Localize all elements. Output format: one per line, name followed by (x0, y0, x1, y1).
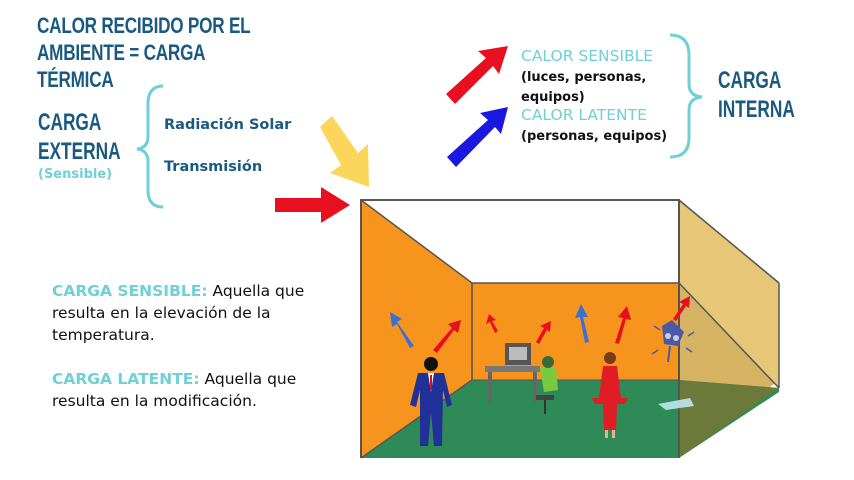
title-line-1: CALOR RECIBIDO POR EL (37, 13, 251, 38)
definition-sensible-label: CARGA SENSIBLE: (52, 282, 208, 300)
page-title: CALOR RECIBIDO POR EL AMBIENTE = CARGA T… (37, 12, 271, 93)
title-line-2: AMBIENTE = CARGA TÉRMICA (37, 40, 205, 92)
external-item-solar-radiation: Radiación Solar (164, 117, 292, 133)
definition-latent-label: CARGA LATENTE: (52, 370, 200, 388)
sensible-heat-detail: (luces, personas, equipos) (521, 68, 646, 108)
room-red-arrow-icon (536, 321, 551, 344)
definition-sensible-load: CARGA SENSIBLE: Aquella que resulta en l… (52, 280, 352, 346)
internal-load-title: CARGA INTERNA (718, 66, 797, 124)
latent-heat-detail: (personas, equipos) (521, 129, 668, 144)
external-load-title: CARGA EXTERNA (38, 108, 124, 166)
internal-brace (669, 33, 703, 159)
woman-figure-icon (592, 352, 628, 438)
internal-title-line-1: CARGA (718, 67, 782, 94)
latent-heat-arrow-icon (447, 107, 508, 167)
lamp-equipment-icon (651, 320, 695, 410)
sensible-heat-heading: CALOR SENSIBLE (521, 47, 654, 65)
back-wall (472, 283, 679, 380)
external-load-subtitle: (Sensible) (38, 167, 113, 182)
solar-radiation-arrow-icon (320, 116, 369, 187)
external-brace (136, 84, 164, 209)
computer-desk-icon (485, 343, 558, 414)
transmission-arrow-icon (275, 187, 350, 223)
definition-latent-text-2: resulta en la modificación. (52, 392, 257, 410)
room-red-arrow-icon (615, 306, 631, 344)
definition-latent-text-1: Aquella que (199, 370, 297, 388)
floor (361, 380, 779, 458)
external-title-line-2: EXTERNA (38, 138, 121, 165)
external-item-transmission: Transmisión (164, 159, 263, 175)
room-red-arrow-icon (673, 296, 690, 321)
room-blue-arrow-icon (390, 312, 414, 348)
internal-title-line-2: INTERNA (718, 96, 795, 123)
man-figure-icon (410, 357, 452, 446)
definition-latent-load: CARGA LATENTE: Aquella que resulta en la… (52, 368, 352, 412)
definition-sensible-text-3: temperatura. (52, 326, 155, 344)
external-title-line-1: CARGA (38, 109, 102, 136)
room-heat-arrows (390, 296, 690, 353)
sensible-detail-line-1: (luces, personas, (521, 70, 647, 85)
definition-sensible-text-1: Aquella que (207, 282, 305, 300)
room-blue-arrow-icon (575, 304, 589, 343)
sensible-heat-arrow-icon (446, 46, 508, 104)
room-red-arrow-icon (486, 314, 498, 333)
latent-heat-heading: CALOR LATENTE (521, 106, 647, 124)
definition-sensible-text-2: resulta en la elevación de la (52, 304, 271, 322)
room-red-arrow-icon (433, 320, 461, 353)
sensible-detail-line-2: equipos) (521, 90, 585, 105)
